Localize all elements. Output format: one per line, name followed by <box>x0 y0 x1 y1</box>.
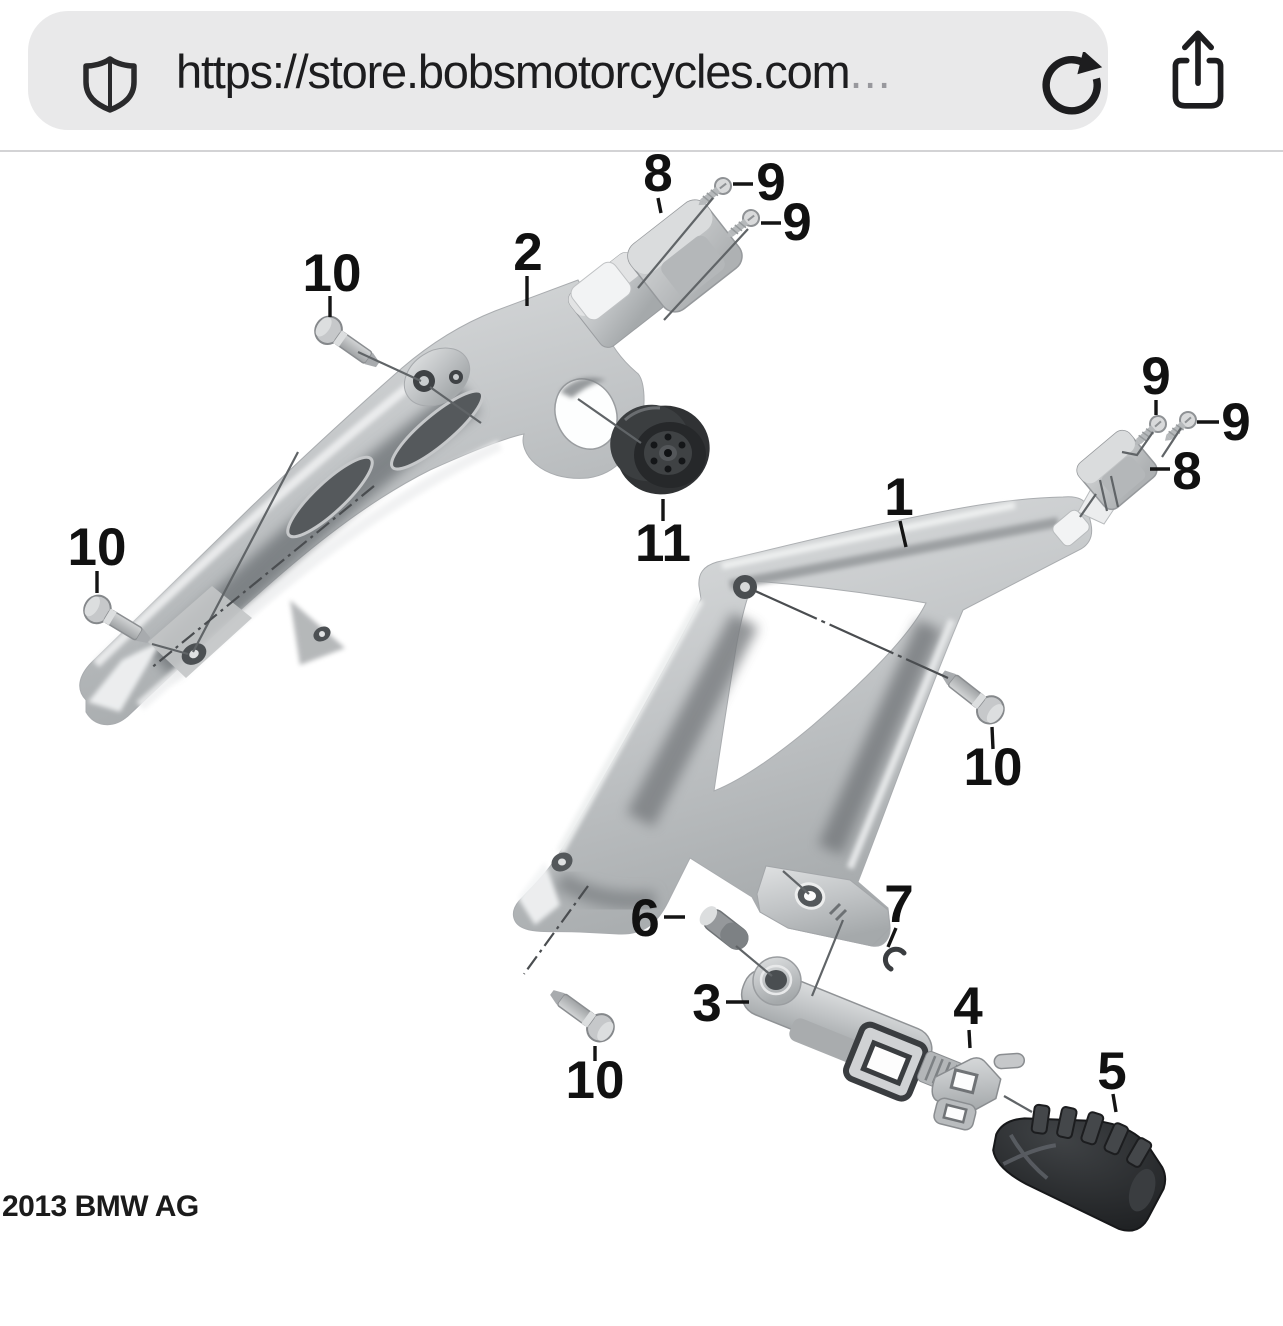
callout-part-10-right: 10 <box>964 738 1023 797</box>
callout-numbers: 8 9 9 2 10 10 11 1 9 9 8 10 7 6 3 4 10 5 <box>68 144 1251 1110</box>
part-1-footrest-bracket-right <box>512 479 1125 947</box>
callout-part-9-top-2: 9 <box>782 193 811 252</box>
address-bar[interactable]: https://store.bobsmotorcycles.com... <box>28 11 1108 130</box>
callout-part-1: 1 <box>884 468 913 527</box>
exploded-view-illustration: 8 9 9 2 10 10 11 1 9 9 8 10 7 6 3 4 10 5… <box>2 144 1251 1232</box>
callout-part-9-right-2: 9 <box>1221 393 1250 452</box>
callout-part-7: 7 <box>884 875 913 934</box>
callout-part-10-top-left: 10 <box>303 244 362 303</box>
callout-leader-lines <box>95 182 1219 1113</box>
url-text: https://store.bobsmotorcycles.com <box>176 45 851 98</box>
callout-part-9-top-1: 9 <box>756 153 785 212</box>
part-7-circlip <box>882 946 907 972</box>
parts-diagram: 8 9 9 2 10 10 11 1 9 9 8 10 7 6 3 4 10 5… <box>0 144 1283 1321</box>
copyright-notice: 2013 BMW AG <box>2 1190 199 1223</box>
part-6-pin <box>699 906 749 950</box>
url-display: https://store.bobsmotorcycles.com... <box>176 11 892 130</box>
part-5-footpeg-rubber <box>992 1103 1167 1232</box>
share-button[interactable] <box>1166 24 1230 116</box>
part-10-bolt-top-left <box>308 310 387 378</box>
callout-part-4: 4 <box>953 977 983 1036</box>
callout-part-8-right: 8 <box>1172 442 1201 501</box>
callout-part-10-bottom: 10 <box>566 1051 625 1110</box>
browser-toolbar: https://store.bobsmotorcycles.com... <box>0 0 1283 152</box>
part-11-rubber-roller <box>610 404 710 495</box>
callout-part-5: 5 <box>1097 1042 1126 1101</box>
part-8-rubber-mount-left <box>627 199 743 313</box>
reload-button[interactable] <box>1041 52 1107 118</box>
callout-part-11: 11 <box>635 514 691 573</box>
shield-icon[interactable] <box>78 52 142 116</box>
url-truncation-ellipsis: ... <box>849 45 892 98</box>
part-8-rubber-mount-right <box>1076 429 1158 511</box>
assembly-guide-lines <box>149 197 1182 1113</box>
callout-part-8-top: 8 <box>643 152 672 203</box>
callout-part-3: 3 <box>692 974 721 1033</box>
part-4-retainer <box>931 1052 1026 1131</box>
callout-part-2: 2 <box>513 223 542 282</box>
callout-part-10-left: 10 <box>68 518 127 577</box>
part-10-bolt-right <box>933 660 1011 730</box>
callout-part-9-right-1: 9 <box>1141 347 1170 406</box>
callout-part-6: 6 <box>630 889 659 948</box>
part-10-bolt-bottom <box>542 980 621 1048</box>
part-2-footrest-bracket-left <box>79 252 666 726</box>
